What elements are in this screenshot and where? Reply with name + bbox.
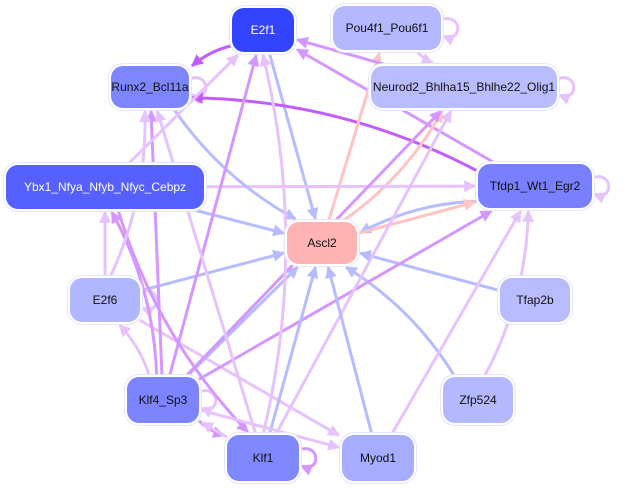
edge-klf1-to-klf1 [298, 447, 318, 476]
edge-myod1-to-ascl2 [325, 265, 374, 436]
node-zfp524[interactable]: Zfp524 [443, 377, 513, 423]
edge-klf4-sp3-to-klf4-sp3 [198, 389, 218, 418]
node-neurod2[interactable]: Neurod2_Bhlha15_Bhlhe22_Olig1 [371, 66, 557, 108]
node-ybx1[interactable]: Ybx1_Nfya_Nfyb_Nfyc_Cebpz [6, 165, 204, 209]
node-label: Ybx1_Nfya_Nfyb_Nfyc_Cebpz [23, 180, 187, 194]
edge-klf4-sp3-to-myod1 [198, 408, 341, 451]
edge-klf1-to-runx2-bcl11a [154, 109, 258, 436]
edge-runx2-bcl11a-to-ascl2 [171, 107, 297, 221]
edge-klf4-sp3-to-runx2-bcl11a [145, 109, 164, 378]
edge-ybx1-to-klf1 [116, 208, 249, 434]
edge-e2f6-to-ascl2 [139, 249, 286, 293]
edges-layer [99, 17, 611, 476]
edge-tfdp1-to-runx2-bcl11a [190, 91, 479, 173]
edge-ybx1-to-ascl2 [189, 207, 286, 237]
node-e2f6[interactable]: E2f6 [70, 278, 140, 322]
node-label: Runx2_Bcl11a [111, 80, 189, 94]
edge-pou4f1-pou6f1-to-pou4f1-pou6f1 [440, 17, 460, 46]
edge-myod1-to-tfdp1 [389, 209, 522, 436]
node-label: Ascl2 [307, 236, 337, 250]
node-tfap2b[interactable]: Tfap2b [500, 278, 570, 322]
node-klf1[interactable]: Klf1 [227, 435, 299, 481]
edge-klf4-sp3-to-ybx1 [110, 210, 159, 378]
edge-ascl2-to-neurod2 [340, 109, 444, 224]
edge-ybx1-to-e2f1 [126, 53, 239, 167]
node-klf4-sp3[interactable]: Klf4_Sp3 [127, 377, 199, 423]
node-label: Myod1 [359, 451, 397, 465]
node-e2f1[interactable]: E2f1 [232, 8, 294, 52]
edge-neurod2-to-e2f1 [295, 36, 391, 68]
edge-klf1-to-neurod2 [274, 109, 453, 436]
edge-klf4-sp3-to-tfdp1 [198, 209, 493, 381]
node-label: Klf1 [252, 451, 274, 465]
edge-neurod2-to-neurod2 [556, 76, 576, 105]
edge-tfap2b-to-ascl2 [358, 250, 501, 293]
node-label: Tfap2b [516, 293, 554, 307]
edge-klf1-to-ascl2 [267, 265, 319, 436]
node-label: Neurod2_Bhlha15_Bhlhe22_Olig1 [372, 80, 556, 94]
edge-klf4-sp3-to-e2f6 [118, 323, 152, 378]
edge-e2f1-to-runx2-bcl11a [191, 44, 233, 67]
edge-ybx1-to-tfdp1 [203, 180, 477, 193]
edge-e2f1-to-ascl2 [267, 51, 319, 221]
node-label: E2f1 [250, 23, 276, 37]
node-label: Pou4f1_Pou6f1 [345, 21, 429, 35]
edge-pou4f1-pou6f1-to-neurod2 [414, 49, 434, 65]
edge-klf1-to-klf4-sp3 [200, 421, 228, 439]
node-label: Tfdp1_Wt1_Egr2 [489, 179, 581, 193]
edge-klf4-sp3-to-e2f1 [167, 53, 260, 378]
node-myod1[interactable]: Myod1 [342, 435, 414, 481]
node-pou4f1-pou6f1[interactable]: Pou4f1_Pou6f1 [333, 6, 441, 50]
node-label: Klf4_Sp3 [138, 393, 188, 407]
node-runx2-bcl11a[interactable]: Runx2_Bcl11a [111, 66, 189, 108]
node-label: Zfp524 [459, 393, 497, 407]
node-label: E2f6 [92, 293, 118, 307]
edge-ascl2-to-tfdp1 [356, 199, 477, 236]
node-ascl2[interactable]: Ascl2 [287, 222, 357, 264]
node-tfdp1[interactable]: Tfdp1_Wt1_Egr2 [478, 164, 592, 208]
edge-tfdp1-to-tfdp1 [591, 175, 611, 204]
edge-zfp524-to-ascl2 [344, 265, 457, 378]
edge-klf1-to-e2f1 [259, 53, 288, 436]
